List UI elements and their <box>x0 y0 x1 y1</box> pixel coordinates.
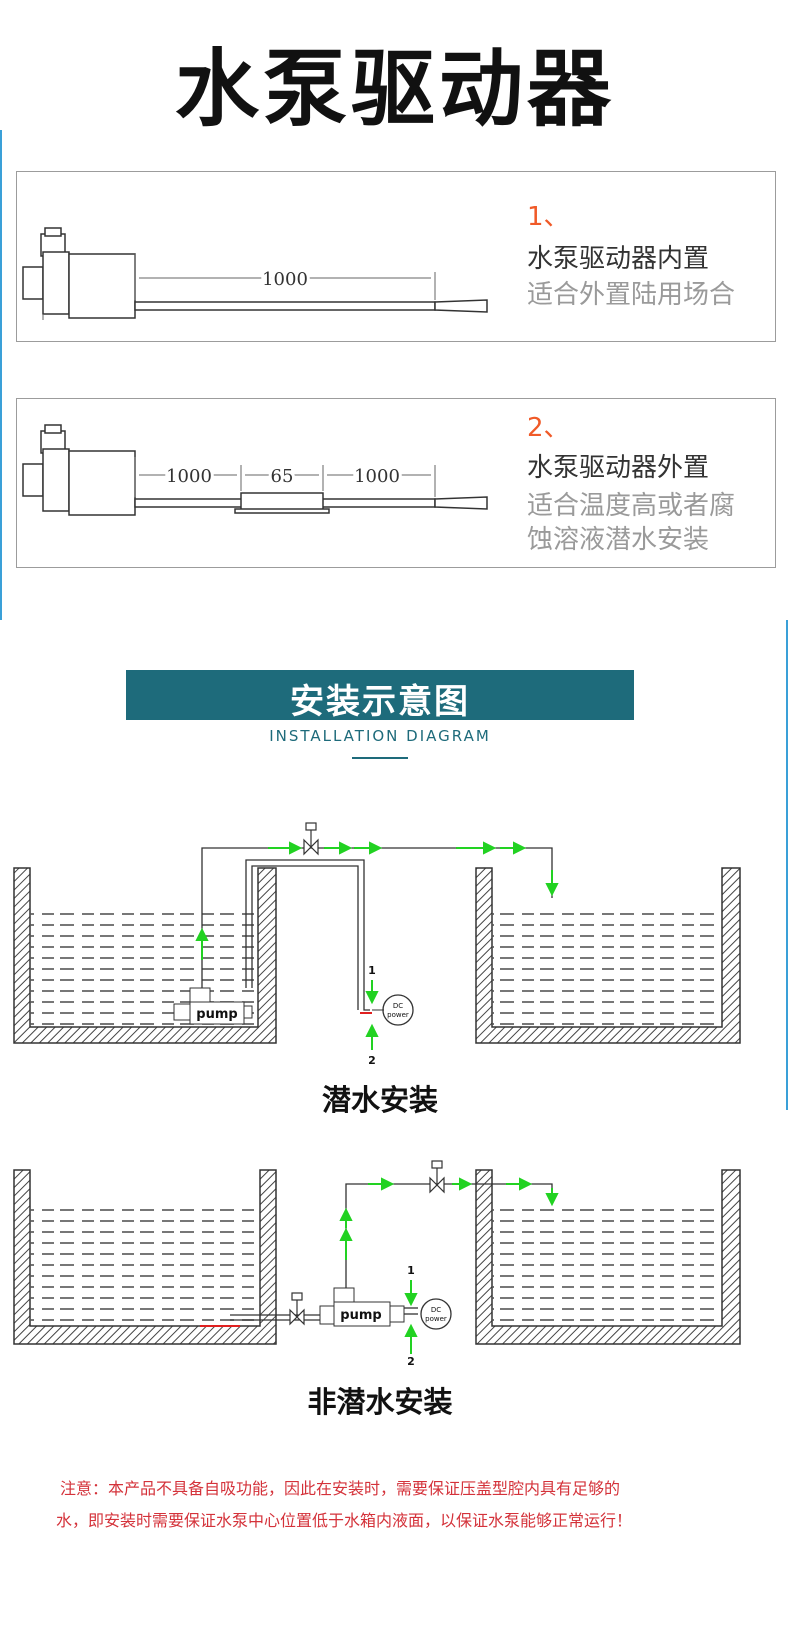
flow-arrows <box>339 1177 559 1354</box>
option-card-external: 1000 65 1000 2、 水泵驱动器外置 适合温度高或者腐 蚀溶液潜水安装 <box>16 398 776 568</box>
option-card-internal: 1000 1、 水泵驱动器内置 适合外置陆用场合 <box>16 171 776 342</box>
section-underline <box>352 757 408 759</box>
warning-note: 注意：本产品不具备自吸功能，因此在安装时，需要保证压盖型腔内具有足够的 水，即安… <box>56 1473 740 1537</box>
pump-box: pump <box>173 987 253 1025</box>
valve-icon <box>289 1292 305 1326</box>
page-title: 水泵驱动器 <box>174 40 615 138</box>
dim-label: 1000 <box>262 269 308 290</box>
option-number: 2、 <box>527 413 570 443</box>
flow-arrows <box>195 841 559 1050</box>
left-edge-line <box>0 130 2 620</box>
input-2-label: 2 <box>368 1054 376 1067</box>
dim-label: 1000 <box>166 466 212 487</box>
option-desc: 适合外置陆用场合 <box>527 280 736 310</box>
left-tank <box>13 1169 277 1345</box>
non-submersible-diagram: pump DC power 1 2 <box>13 1160 741 1368</box>
power-label: power <box>425 1315 447 1323</box>
input-1-label: 1 <box>368 964 376 977</box>
pump-box: pump <box>319 1287 405 1327</box>
power-label: power <box>387 1011 409 1019</box>
caption-submersible: 潜水安装 <box>321 1083 438 1117</box>
option-title: 水泵驱动器内置 <box>527 244 710 274</box>
dim-label: 1000 <box>354 466 400 487</box>
right-tank <box>475 867 741 1044</box>
valve-icon <box>303 822 319 856</box>
section-banner: 安装示意图 <box>126 670 634 722</box>
pump-label: pump <box>340 1308 381 1323</box>
dc-power-icon: DC power <box>420 1298 452 1330</box>
dc-label: DC <box>393 1002 403 1010</box>
right-tank <box>475 1169 741 1345</box>
valve-icon <box>429 1160 445 1194</box>
right-edge-line <box>786 620 788 1110</box>
pump-drawing-internal: 1000 <box>22 227 488 320</box>
input-2-label: 2 <box>407 1355 415 1368</box>
note-line-1: 注意：本产品不具备自吸功能，因此在安装时，需要保证压盖型腔内具有足够的 <box>60 1479 621 1498</box>
submersible-diagram: pump DC power 1 2 <box>13 822 741 1067</box>
input-1-label: 1 <box>407 1264 415 1277</box>
option-title: 水泵驱动器外置 <box>527 453 710 483</box>
section-subtitle: INSTALLATION DIAGRAM <box>269 727 491 745</box>
section-title: 安装示意图 <box>290 682 470 722</box>
pump-label: pump <box>196 1007 237 1022</box>
pump-drawing-external: 1000 65 1000 <box>22 424 488 516</box>
note-line-2: 水，即安装时需要保证水泵中心位置低于水箱内液面，以保证水泵能够正常运行！ <box>56 1511 633 1530</box>
option-number: 1、 <box>527 202 570 232</box>
caption-non-submersible: 非潜水安装 <box>307 1385 453 1419</box>
option-desc: 适合温度高或者腐 蚀溶液潜水安装 <box>527 491 736 555</box>
dc-power-icon: DC power <box>382 994 414 1026</box>
dim-label: 65 <box>271 466 294 487</box>
dc-label: DC <box>431 1306 441 1314</box>
